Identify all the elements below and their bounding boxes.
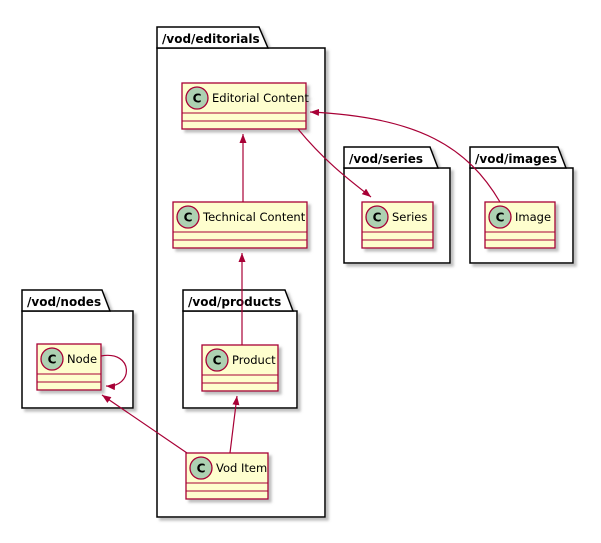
class-name: Technical Content bbox=[202, 210, 306, 224]
package-editorials-tab bbox=[156, 26, 270, 49]
class-stereotype-letter: C bbox=[197, 462, 206, 476]
class-stereotype-icon bbox=[189, 456, 213, 480]
class-product: C Product bbox=[201, 344, 279, 392]
package-images-label: /vod/images bbox=[475, 152, 557, 166]
class-stereotype-letter: C bbox=[496, 211, 505, 225]
class-stereotype-letter: C bbox=[373, 211, 382, 225]
class-stereotype-icon bbox=[365, 205, 389, 229]
class-editorial-content: C Editorial Content bbox=[181, 82, 309, 130]
class-stereotype-letter: C bbox=[48, 353, 57, 367]
package-series-tab bbox=[343, 146, 440, 169]
class-series: C Series bbox=[361, 201, 434, 249]
class-name: Product bbox=[232, 353, 276, 367]
class-node: C Node bbox=[36, 343, 102, 391]
class-name: Editorial Content bbox=[212, 91, 309, 105]
package-images-tab bbox=[469, 146, 568, 169]
package-nodes-tab bbox=[21, 289, 112, 312]
class-stereotype-icon bbox=[488, 205, 512, 229]
class-stereotype-icon bbox=[40, 347, 64, 371]
relation-vod-item-to-node bbox=[101, 394, 188, 454]
package-products-label: /vod/products bbox=[188, 295, 281, 309]
class-stereotype-icon bbox=[205, 348, 229, 372]
class-stereotype-letter: C bbox=[193, 92, 202, 106]
class-stereotype-icon bbox=[185, 86, 209, 110]
package-series-label: /vod/series bbox=[349, 152, 423, 166]
class-image: C Image bbox=[484, 201, 556, 249]
package-products-tab bbox=[182, 289, 295, 312]
class-name: Vod Item bbox=[216, 461, 267, 475]
relation-vod-item-to-product bbox=[229, 395, 240, 454]
class-name: Image bbox=[515, 210, 551, 224]
package-nodes-label: /vod/nodes bbox=[27, 295, 101, 309]
class-stereotype-letter: C bbox=[213, 354, 222, 368]
package-editorials-label: /vod/editorials bbox=[162, 32, 260, 46]
relation-editorial-content-to-series bbox=[297, 128, 372, 198]
relation-node-to-node-self-loop bbox=[100, 354, 127, 391]
relation-image-to-editorial-content bbox=[309, 108, 501, 203]
class-name: Series bbox=[392, 210, 427, 224]
class-technical-content: C Technical Content bbox=[172, 201, 308, 249]
class-stereotype-letter: C bbox=[184, 211, 193, 225]
relations bbox=[100, 108, 501, 454]
class-stereotype-icon bbox=[176, 205, 200, 229]
class-name: Node bbox=[67, 352, 97, 366]
class-vod-item: C Vod Item bbox=[185, 452, 269, 500]
